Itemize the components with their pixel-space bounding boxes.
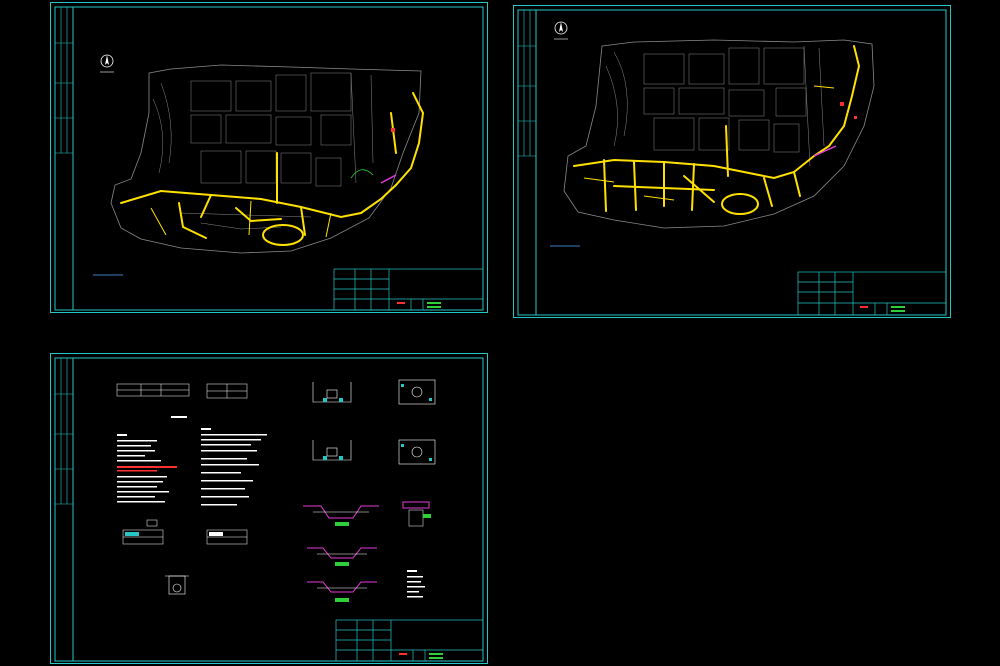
sheet-3-drawing [54,357,484,662]
drawing-sheet-1[interactable] [50,2,488,313]
north-arrow-icon [100,54,114,73]
sheet-1-drawing [54,6,484,311]
sheet-2-drawing [517,9,947,316]
drawing-sheet-3[interactable] [50,353,488,664]
north-arrow-icon [554,21,568,40]
drawing-sheet-2[interactable] [513,5,951,318]
